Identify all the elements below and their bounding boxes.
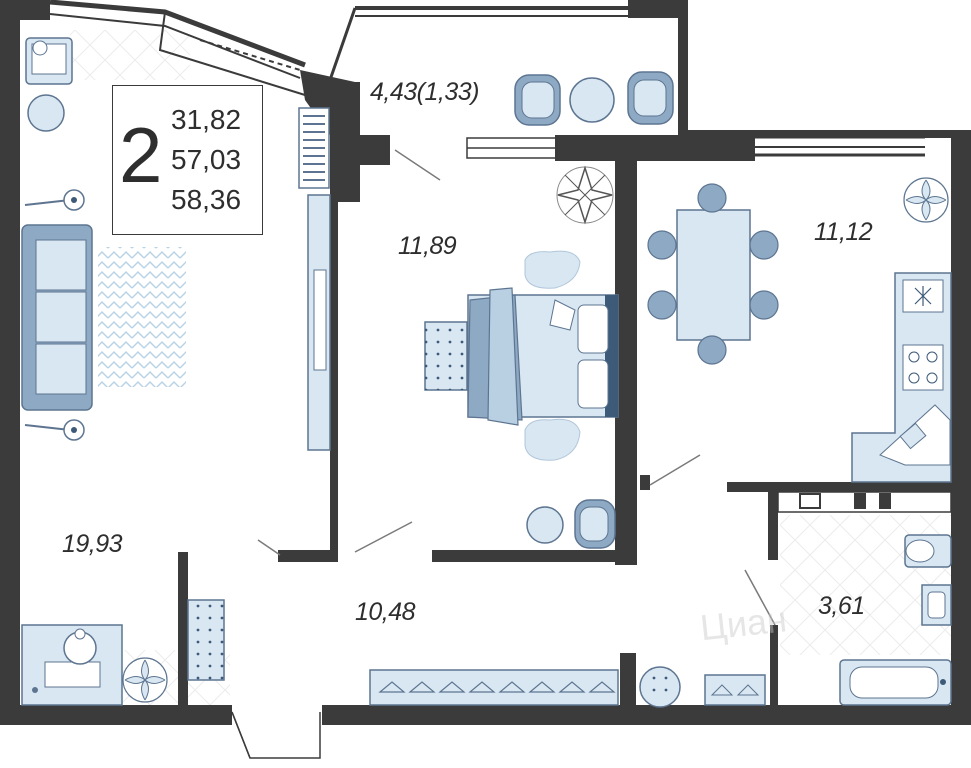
balcony-chair [514, 74, 561, 126]
shoe-rack [187, 599, 225, 681]
rooms-count: 2 [119, 111, 163, 199]
windows [49, 0, 952, 513]
walls [0, 0, 971, 725]
living-room-area-label: 19,93 [62, 530, 123, 558]
balcony-table [569, 77, 615, 123]
bathroom-area-label: 3,61 [818, 592, 865, 620]
bed [467, 287, 619, 426]
armchair-bedroom [526, 499, 616, 549]
sink [921, 584, 952, 626]
apartment-info-box: 2 31,82 57,03 58,36 [112, 85, 263, 235]
armchair-topleft [25, 37, 73, 85]
bedside-rug [524, 250, 581, 461]
bathtub [839, 659, 952, 706]
side-table [27, 94, 65, 132]
hallway-area-label: 10,48 [355, 598, 416, 626]
kitchen-area-label: 11,12 [814, 218, 873, 246]
floor-lamp-icon [24, 189, 85, 211]
bedroom-area-label: 11,89 [398, 232, 457, 260]
desk [21, 624, 123, 706]
balcony-chair [627, 71, 674, 125]
tv-stand [307, 194, 331, 451]
living-area: 31,82 [171, 104, 242, 135]
pouf [639, 666, 681, 708]
total-area-with-balcony: 58,36 [171, 184, 242, 215]
wardrobe [369, 669, 619, 706]
toilet [904, 534, 952, 568]
kitchen-counter [851, 272, 952, 483]
doors [231, 149, 776, 759]
dining-table [647, 183, 779, 365]
coat-rack [704, 674, 766, 706]
plant-icon [903, 177, 949, 223]
balcony-area-label: 4,43(1,33) [370, 78, 479, 106]
total-area: 57,03 [171, 144, 242, 175]
plant-icon [122, 657, 168, 703]
radiator [298, 107, 330, 189]
plant-icon [556, 165, 614, 225]
bench [424, 321, 468, 391]
floor-tile-pattern [70, 30, 190, 80]
floor-lamp-icon [24, 419, 85, 441]
rug [98, 247, 186, 387]
sofa [21, 224, 93, 411]
